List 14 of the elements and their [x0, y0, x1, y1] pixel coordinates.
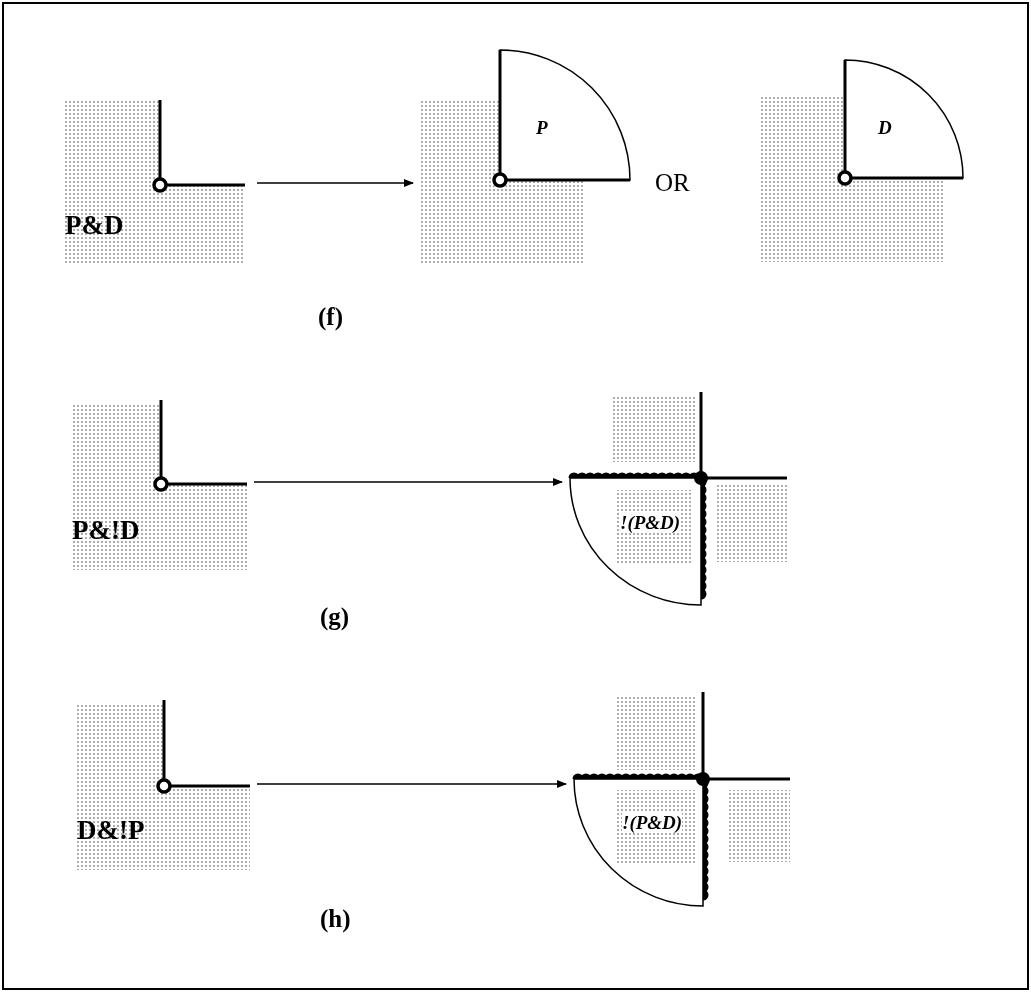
figure-label: (f)	[318, 304, 343, 329]
figure-label: (h)	[320, 906, 351, 931]
region-label: P&!D	[72, 517, 140, 544]
figure-label: (g)	[320, 604, 350, 629]
region-label: D&!P	[77, 817, 145, 844]
region-label: D	[878, 118, 892, 137]
operator-label: OR	[655, 170, 690, 195]
region-label: P	[536, 118, 548, 137]
region-label: !(P&D)	[620, 513, 681, 532]
region-label: !(P&D)	[622, 813, 683, 832]
arrow	[256, 179, 414, 187]
arrow	[253, 478, 563, 486]
arrow	[256, 780, 567, 788]
region-label: P&D	[65, 212, 124, 239]
